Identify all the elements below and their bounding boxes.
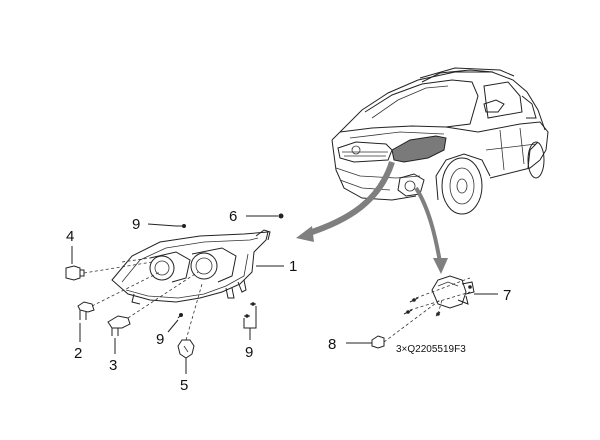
callout-7: 7 <box>503 287 511 304</box>
callout-6: 6 <box>229 208 237 225</box>
foglamp-assembly <box>431 275 475 309</box>
callout-9-middle: 9 <box>156 331 164 348</box>
arrow-head-to-headlamp <box>296 226 314 242</box>
screw-part-6 <box>278 213 284 219</box>
headlamp-assembly <box>111 229 271 305</box>
screw-part-9-top <box>176 224 186 228</box>
callout-2: 2 <box>74 345 82 362</box>
leader-lines <box>71 215 498 374</box>
callout-3: 3 <box>109 357 117 374</box>
vehicle-illustration <box>331 67 549 215</box>
location-arrows <box>296 161 448 274</box>
callout-5: 5 <box>180 377 188 394</box>
arrow-head-to-foglamp <box>433 258 448 274</box>
bulb-part-3 <box>107 315 131 336</box>
foglamp-screws <box>403 297 441 317</box>
headlamp-dashed-alignment <box>83 257 203 341</box>
callout-8: 8 <box>328 336 336 353</box>
foglamp-bulb-part-8 <box>371 335 385 349</box>
foglamp-dashed-alignment <box>383 277 471 343</box>
callout-1: 1 <box>289 258 297 275</box>
part-number-label: 3×Q2205519F3 <box>396 344 466 355</box>
callout-9-right: 9 <box>245 344 253 361</box>
callout-9-top: 9 <box>132 216 140 233</box>
screws-part-9-pair <box>244 302 256 318</box>
bulb-part-2 <box>77 301 95 320</box>
callout-4: 4 <box>66 228 74 245</box>
bulb-part-5 <box>177 339 195 359</box>
marker-bulb-part-4 <box>65 265 85 281</box>
screw-part-9-middle <box>177 313 183 319</box>
